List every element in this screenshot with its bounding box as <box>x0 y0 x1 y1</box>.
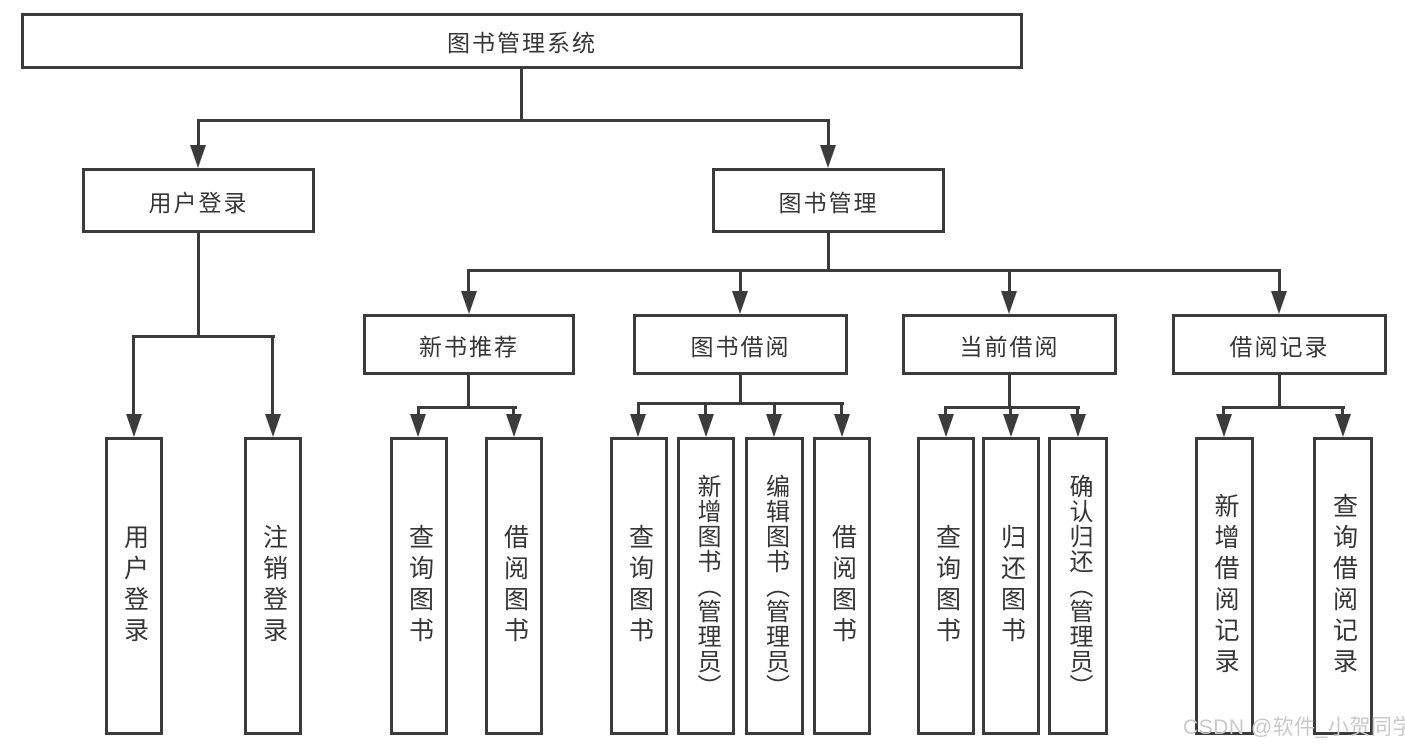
csdn-watermark: CSDN @软件_小贺同学 <box>1183 716 1405 739</box>
arrowhead-cb-confirm-return-icon <box>1070 414 1086 437</box>
node-borrow-record: 借阅记录 <box>1172 314 1387 375</box>
connector-drop-new-book-recommend <box>467 269 470 293</box>
connector-drop-bb-query-book <box>637 402 640 416</box>
arrowhead-book-borrow-icon <box>732 291 748 314</box>
node-new-book-recommend: 新书推荐 <box>363 314 575 375</box>
arrowhead-rec-borrow-book-icon <box>506 414 522 437</box>
arrowhead-leaf-logout-icon <box>265 414 281 437</box>
arrowhead-book-management-icon <box>820 145 836 168</box>
connector-drop-rec-query-book <box>417 406 420 418</box>
connector-root-stem <box>520 67 523 121</box>
arrowhead-br-query-record-icon <box>1335 414 1351 437</box>
arrowhead-borrow-record-icon <box>1271 291 1287 314</box>
node-leaf-logout: 注销登录 <box>244 437 302 735</box>
node-bb-borrow-book: 借阅图书 <box>813 437 871 735</box>
connector-drop-bb-add-book <box>704 402 707 416</box>
connector-drop-current-borrow <box>1008 269 1011 293</box>
node-user-login: 用户登录 <box>82 168 315 233</box>
connector-drop-book-management <box>827 119 830 148</box>
arrowhead-user-login-icon <box>190 145 206 168</box>
arrowhead-cb-return-book-icon <box>1003 414 1019 437</box>
arrowhead-bb-query-book-icon <box>630 414 646 437</box>
node-cb-query-book: 查询图书 <box>917 437 975 735</box>
connector-drop-leaf-user-login <box>132 335 135 417</box>
connector-current-borrow-stem <box>1008 375 1011 408</box>
arrowhead-bb-borrow-book-icon <box>834 414 850 437</box>
connector-drop-cb-confirm-return <box>1076 406 1079 418</box>
connector-new-book-recommend-branch <box>417 406 517 409</box>
arrowhead-cb-query-book-icon <box>938 414 954 437</box>
connector-drop-book-borrow <box>739 269 742 293</box>
connector-drop-bb-borrow-book <box>840 402 843 416</box>
connector-user-login-stem <box>197 233 200 337</box>
node-cb-return-book: 归还图书 <box>982 437 1040 735</box>
connector-user-login-branch <box>132 335 275 338</box>
connector-book-management-branch <box>467 269 1281 272</box>
connector-drop-bb-edit-book <box>773 402 776 416</box>
node-bb-add-book: 新增图书（管理员） <box>677 437 735 735</box>
node-leaf-user-login: 用户登录 <box>105 437 163 735</box>
node-current-borrow: 当前借阅 <box>902 314 1117 375</box>
connector-drop-br-query-record <box>1341 406 1344 418</box>
connector-drop-br-add-record <box>1222 406 1225 418</box>
connector-drop-cb-query-book <box>944 406 947 418</box>
arrowhead-bb-edit-book-icon <box>766 414 782 437</box>
node-br-query-record: 查询借阅记录 <box>1313 437 1373 735</box>
connector-drop-user-login <box>197 119 200 148</box>
connector-drop-leaf-logout <box>271 335 274 417</box>
connector-drop-borrow-record <box>1278 269 1281 293</box>
connector-borrow-record-stem <box>1278 375 1281 408</box>
connector-drop-cb-return-book <box>1009 406 1012 418</box>
node-root: 图书管理系统 <box>21 13 1023 69</box>
connector-book-borrow-stem <box>739 375 742 405</box>
node-cb-confirm-return: 确认归还（管理员） <box>1048 437 1108 735</box>
arrowhead-bb-add-book-icon <box>698 414 714 437</box>
connector-new-book-recommend-stem <box>467 375 470 408</box>
node-rec-borrow-book: 借阅图书 <box>485 437 543 735</box>
node-br-add-record: 新增借阅记录 <box>1195 437 1254 735</box>
node-book-management: 图书管理 <box>712 168 945 233</box>
arrowhead-new-book-recommend-icon <box>461 291 477 314</box>
connector-drop-rec-borrow-book <box>512 406 515 418</box>
arrowhead-rec-query-book-icon <box>410 414 426 437</box>
node-bb-edit-book: 编辑图书（管理员） <box>745 437 804 735</box>
connector-book-management-stem <box>827 233 830 272</box>
arrowhead-current-borrow-icon <box>1001 291 1017 314</box>
node-book-borrow: 图书借阅 <box>633 314 848 375</box>
connector-current-borrow-branch <box>944 406 1080 409</box>
connector-borrow-record-branch <box>1222 406 1345 409</box>
connector-root-branch <box>197 119 830 122</box>
node-bb-query-book: 查询图书 <box>610 437 668 735</box>
arrowhead-leaf-user-login-icon <box>126 414 142 437</box>
arrowhead-br-add-record-icon <box>1216 414 1232 437</box>
node-rec-query-book: 查询图书 <box>390 437 448 735</box>
connector-book-borrow-branch <box>637 402 844 405</box>
